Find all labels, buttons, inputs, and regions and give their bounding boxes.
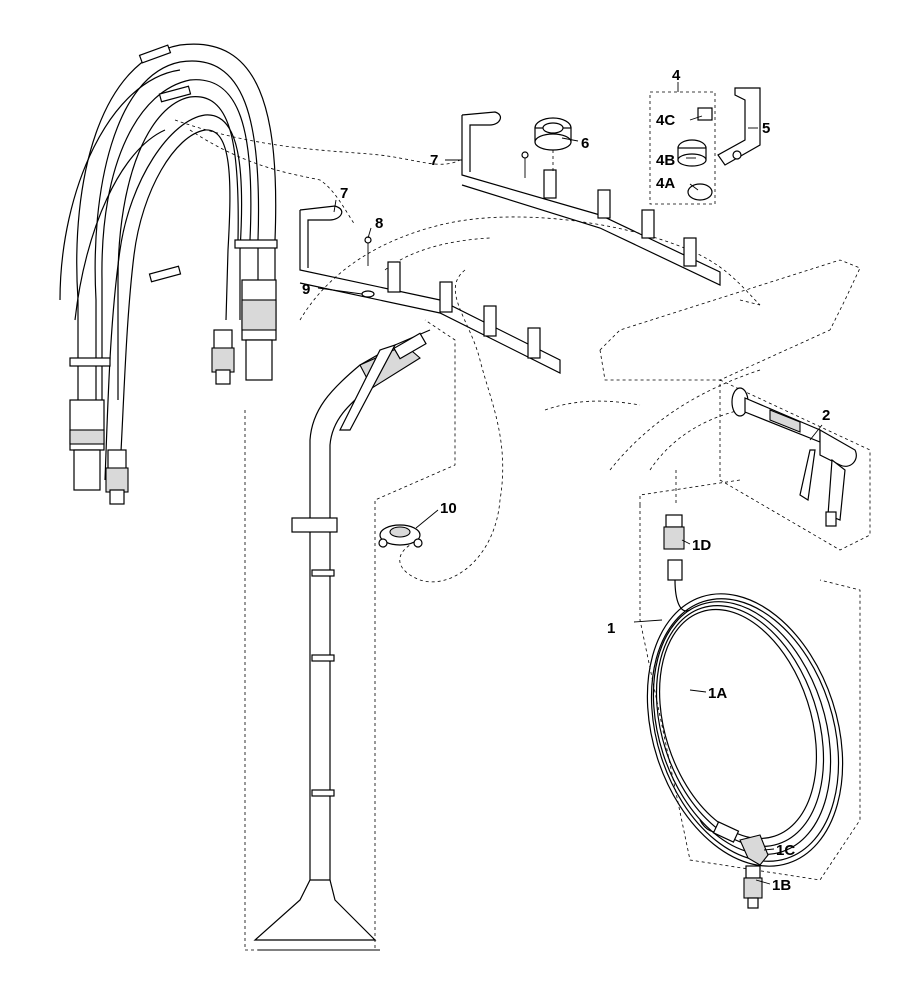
callout-1d: 1D [692,537,711,554]
callout-7-lower: 7 [340,185,348,202]
callout-4b: 4B [656,152,675,169]
holder-assembly [649,87,761,205]
tool-bracket-lower [299,205,561,374]
solution-hose-coupler [105,329,235,505]
callout-6: 6 [581,135,589,152]
tool-bracket-upper [461,111,721,286]
coiled-hoses [59,43,278,505]
machine-outline [299,216,861,471]
callout-8: 8 [375,215,383,232]
leader-connectors [174,119,741,583]
callout-labels: 1 1A 1B 1C 1D 2 4 4A 4B 4C 5 6 7 7 8 9 1… [302,67,830,894]
hose-fitting-top [667,559,683,581]
spray-gun [719,379,871,551]
solution-hose-assembly [639,505,861,909]
callout-7-upper: 7 [430,152,438,169]
callout-9: 9 [302,281,310,298]
hose-clamp [69,44,278,367]
callout-5: 5 [762,120,770,137]
callout-4a: 4A [656,175,675,192]
callout-4: 4 [672,67,681,84]
callout-1: 1 [607,620,615,637]
callout-1a: 1A [708,685,727,702]
coupler-1d [663,514,685,550]
floor-wand [244,319,456,951]
callout-2: 2 [822,407,830,424]
tube-clamp [534,117,572,172]
wand-clamp [378,524,423,548]
callout-4c: 4C [656,112,675,129]
callout-1b: 1B [772,877,791,894]
callout-1c: 1C [776,842,795,859]
vacuum-hose-cuff [69,279,277,491]
leader-lines [317,82,823,885]
coupler-1b [743,865,763,909]
coiled-solution-hose [646,579,844,867]
callout-10: 10 [440,500,457,517]
elbow-1c [712,821,769,866]
